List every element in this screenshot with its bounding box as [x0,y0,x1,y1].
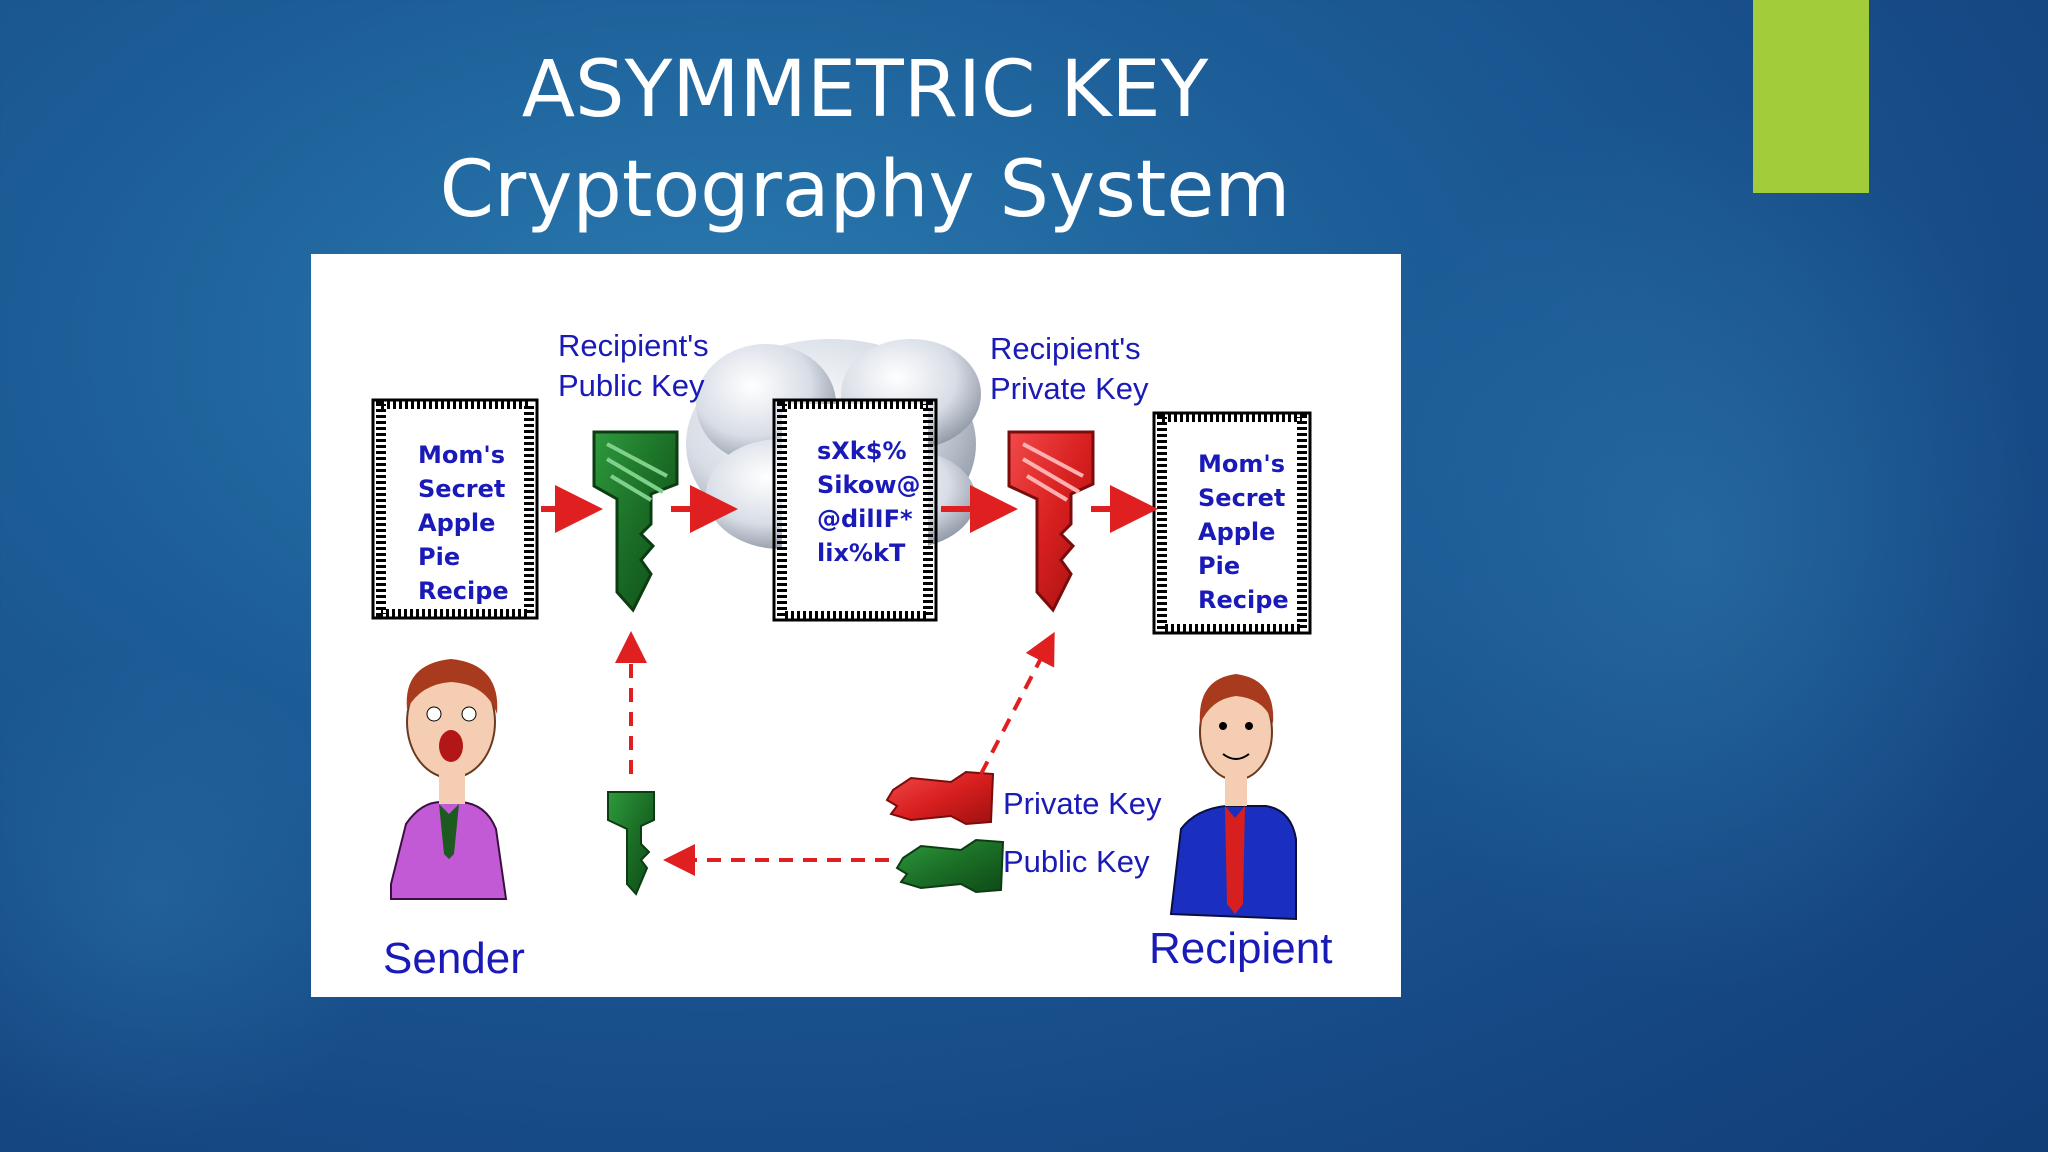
private-key-label-line-1: Recipient's [990,329,1149,369]
public-key-label-line-1: Recipient's [558,326,709,366]
doc-line: Pie [418,540,509,574]
public-key-icon [594,432,677,610]
public-key-icon [897,840,1003,892]
private-key-label-line-2: Private Key [990,369,1149,409]
diagram-graphics [311,254,1401,997]
public-key-label: Recipient's Public Key [558,326,709,406]
doc-line: Pie [1198,549,1289,583]
key-pair-public-label: Public Key [1003,842,1149,882]
doc-line: Secret [1198,481,1289,515]
doc-line: Recipe [1198,583,1289,617]
title-line-2: Cryptography System [300,140,1430,240]
cipher-line: @dilIF* [817,502,921,536]
doc-line: Mom's [418,438,509,472]
doc-line: Recipe [418,574,509,608]
recipient-label: Recipient [1149,924,1332,974]
private-key-label: Recipient's Private Key [990,329,1149,409]
private-key-icon [1009,432,1093,610]
doc-line: Apple [1198,515,1289,549]
public-key-icon [608,792,654,894]
private-key-icon [887,772,993,824]
slide-title: ASYMMETRIC KEY Cryptography System [300,40,1430,240]
title-line-1: ASYMMETRIC KEY [300,40,1430,140]
public-key-label-line-2: Public Key [558,366,709,406]
asymmetric-key-diagram: Recipient's Public Key Recipient's Priva… [311,254,1401,997]
cipher-line: Sikow@ [817,468,921,502]
sender-label: Sender [383,934,525,984]
ciphertext-document: sXk$% Sikow@ @dilIF* lix%kT [817,434,921,570]
recipient-person-icon [1171,674,1296,919]
doc-line: Secret [418,472,509,506]
sender-person-icon [391,659,506,899]
doc-line: Apple [418,506,509,540]
plaintext-document-right: Mom's Secret Apple Pie Recipe [1198,447,1289,617]
doc-line: Mom's [1198,447,1289,481]
plaintext-document-left: Mom's Secret Apple Pie Recipe [418,438,509,608]
accent-bar [1753,0,1869,193]
cipher-line: lix%kT [817,536,921,570]
key-pair-private-label: Private Key [1003,784,1162,824]
cipher-line: sXk$% [817,434,921,468]
background-glow [1350,100,2048,1000]
